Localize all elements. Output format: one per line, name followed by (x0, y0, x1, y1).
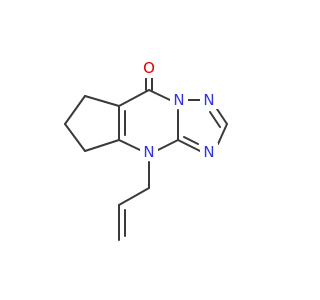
bond-c5a-ch2-top (84, 95, 120, 107)
bond-nallyl-c3a (157, 139, 179, 151)
nitrogen-bridge-label: N (173, 91, 184, 109)
molecule-diagram: O N N N N (64, 59, 228, 241)
bond-ch2-left-ch2-bottom (64, 123, 86, 152)
bond-co-c5a (118, 89, 150, 107)
oxygen-label: O (143, 59, 155, 77)
bond-c9a-nallyl (118, 139, 141, 151)
bond-ntop-ch-inner (209, 111, 221, 128)
label-bg-nright (200, 143, 218, 161)
bond-co-nbridge (148, 89, 171, 101)
label-bg-nbridge (170, 91, 188, 109)
bond-ch2-ch (118, 187, 150, 206)
bond-ch-nright (217, 123, 228, 145)
nitrogen-triazole-right-label: N (203, 143, 214, 161)
nitrogen-allyl-label: N (143, 143, 154, 161)
bond-nright-c3a-inner (183, 136, 199, 145)
bond-nright-c3a (177, 139, 201, 152)
nitrogen-triazole-top-label: N (203, 91, 214, 109)
bond-ch2-bottom-c9a (84, 139, 120, 152)
label-bg-nallyl (140, 143, 158, 161)
label-bg-o (140, 60, 158, 78)
atom-labels: O N N N N (140, 59, 218, 161)
label-bg-ntop (200, 91, 218, 109)
bond-ch2-top-ch2-left (64, 95, 86, 125)
